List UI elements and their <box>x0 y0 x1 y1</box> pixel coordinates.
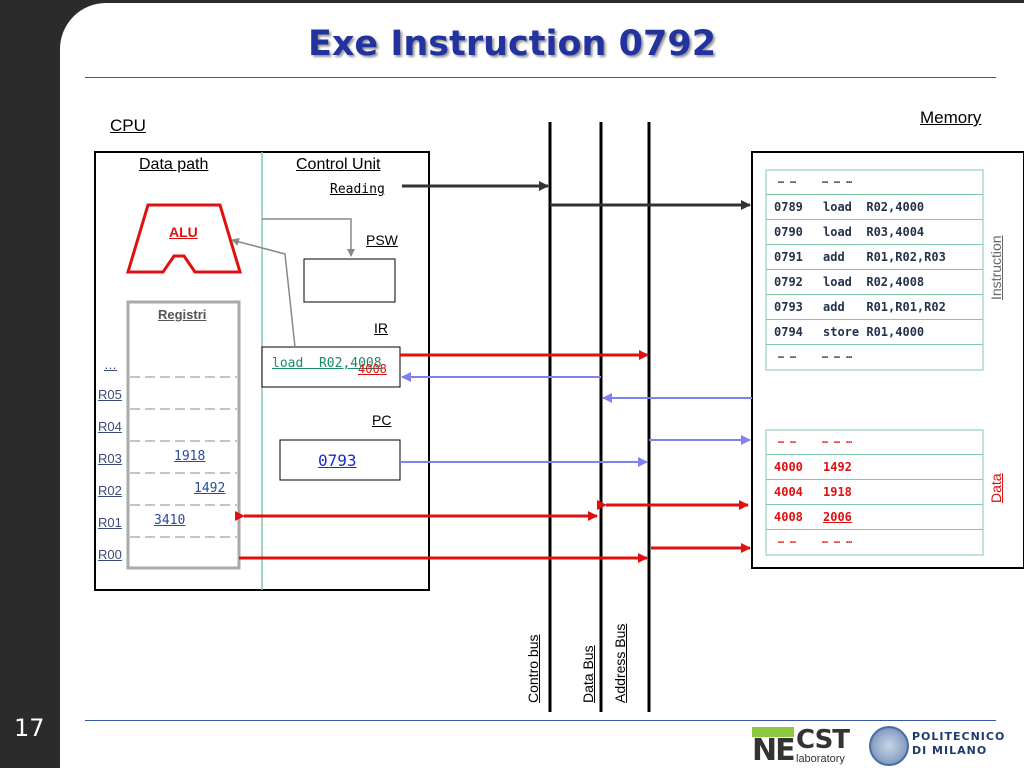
data-bus-label: Data Bus <box>580 645 596 703</box>
register-r02-value: 1492 <box>194 481 226 496</box>
ir-overlay-value: 4008 <box>358 362 387 376</box>
ir-label: IR <box>374 320 388 336</box>
pc-box <box>279 439 401 481</box>
register-r05-name: R05 <box>98 387 122 402</box>
register-r01-value: 3410 <box>154 513 186 528</box>
register-r00-name: R00 <box>98 547 122 562</box>
instruction-row: … …… … … <box>778 350 853 361</box>
pc-label: PC <box>372 412 392 428</box>
register-ellipsis: … <box>104 357 117 372</box>
control-unit-label: Control Unit <box>296 156 381 173</box>
data-row: … …… … … <box>778 535 853 546</box>
pc-value: 0793 <box>318 451 357 470</box>
necst-cst-text: CST <box>796 725 850 755</box>
alu-shape <box>125 203 243 274</box>
registers-box <box>126 300 241 570</box>
necst-ne-text: NE <box>752 733 796 768</box>
polimi-line1: POLITECNICO <box>912 730 1006 743</box>
reading-label: Reading <box>330 182 385 197</box>
necst-sub-text: laboratory <box>796 753 845 765</box>
register-dividers <box>130 376 237 538</box>
data-table-border <box>765 429 984 556</box>
register-r03-name: R03 <box>98 451 122 466</box>
title-underline <box>85 77 996 78</box>
data-row: … …… … … <box>766 430 983 455</box>
datapath-label: Data path <box>139 156 209 173</box>
slide-title: Exe Instruction 0792 <box>307 24 717 64</box>
memory-label: Memory <box>920 108 982 127</box>
address-bus-label: Address Bus <box>612 623 628 703</box>
necst-logo-bar <box>752 727 794 737</box>
alu-label: ALU <box>169 224 198 240</box>
data-label: Data <box>988 473 1004 503</box>
psw-label: PSW <box>366 232 398 248</box>
instruction-table-border <box>765 169 984 371</box>
ir-to-alu-line <box>231 237 296 348</box>
psw-box <box>303 258 396 303</box>
instruction-label: Instruction <box>988 235 1004 300</box>
register-r03-value: 1918 <box>174 449 206 464</box>
polimi-seal-icon <box>869 726 909 766</box>
ir-value: load R02,4008 <box>272 356 382 371</box>
footer-line <box>85 720 996 721</box>
ir-box <box>261 346 401 388</box>
memory-box <box>751 151 1024 569</box>
register-r04-name: R04 <box>98 419 122 434</box>
polimi-line2: DI MILANO <box>912 744 988 757</box>
necst-logo: NE CST laboratory <box>752 725 854 768</box>
page-number: 17 <box>14 714 45 742</box>
control-bus-label: Contro bus <box>525 634 541 703</box>
register-r02-name: R02 <box>98 483 122 498</box>
instruction-row: … …… … … <box>766 170 983 195</box>
registri-label: Registri <box>158 307 207 322</box>
cpu-label: CPU <box>110 116 146 135</box>
cu-to-psw-line <box>262 218 355 257</box>
register-r01-name: R01 <box>98 515 122 530</box>
